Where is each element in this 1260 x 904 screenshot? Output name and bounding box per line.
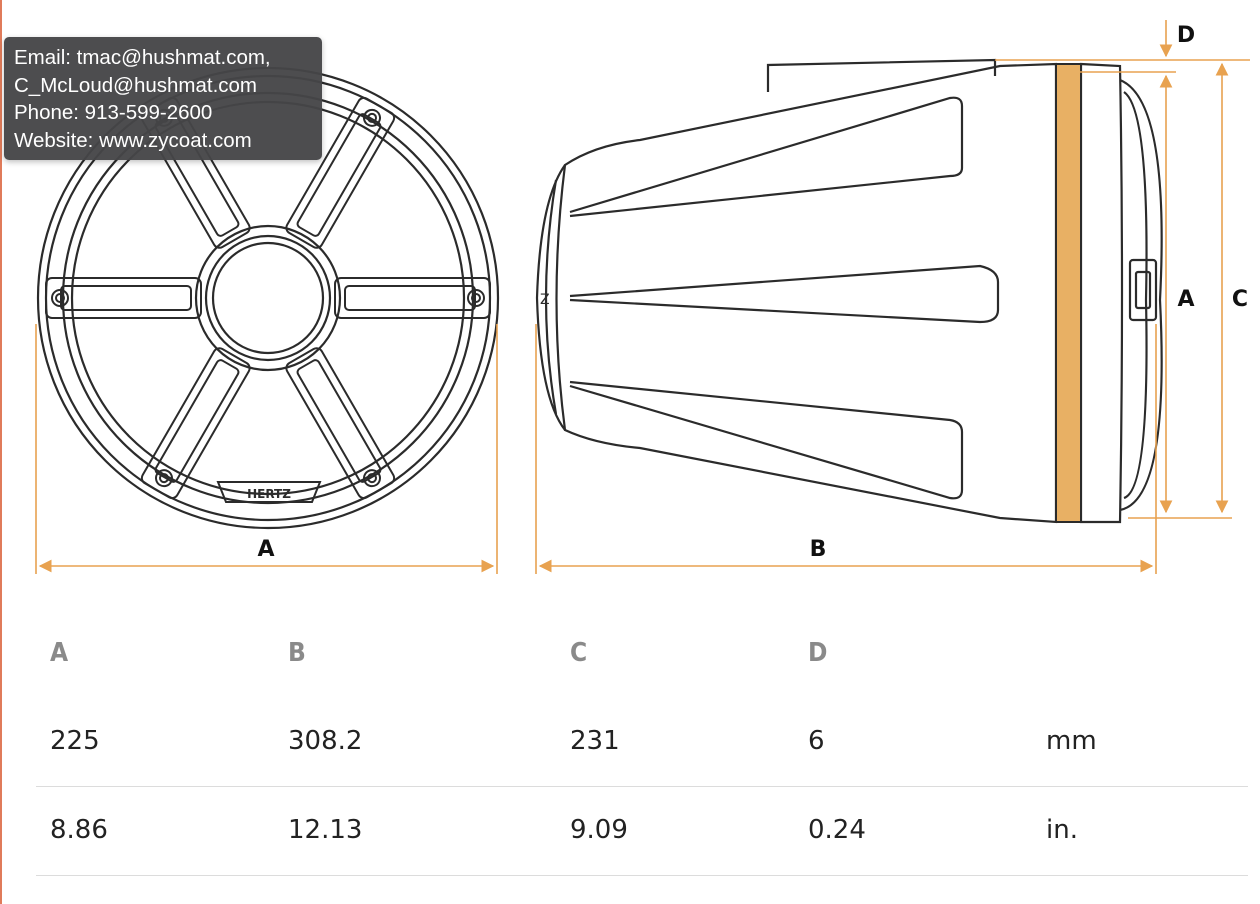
cell-d-mm: 6 bbox=[808, 726, 825, 756]
cell-a-mm: 225 bbox=[50, 726, 100, 756]
brand-logo-text: HERTZ bbox=[247, 487, 291, 501]
cell-c-mm: 231 bbox=[570, 726, 620, 756]
svg-text:Z: Z bbox=[540, 292, 550, 308]
front-width-dimension bbox=[35, 324, 498, 574]
contact-tooltip: Email: tmac@hushmat.com, C_McLoud@hushma… bbox=[4, 37, 322, 160]
dimension-table: A B C D 225 308.2 231 6 mm 8.86 12.13 9.… bbox=[36, 608, 1248, 876]
left-accent-rule bbox=[0, 0, 2, 904]
speaker-side-view: Z bbox=[535, 58, 1163, 524]
header-c: C bbox=[570, 638, 588, 668]
table-row: 8.86 12.13 9.09 0.24 in. bbox=[36, 787, 1248, 876]
unit-mm: mm bbox=[1046, 726, 1097, 756]
cell-b-mm: 308.2 bbox=[288, 726, 363, 756]
front-width-label: A bbox=[257, 537, 274, 562]
header-a: A bbox=[50, 638, 69, 668]
side-depth-label: B bbox=[810, 537, 827, 562]
overall-height-label: C bbox=[1232, 287, 1248, 312]
unit-in: in. bbox=[1046, 815, 1078, 845]
table-row: 225 308.2 231 6 mm bbox=[36, 698, 1248, 787]
cell-a-in: 8.86 bbox=[50, 815, 108, 845]
offset-label: D bbox=[1177, 23, 1195, 48]
contact-email-line: Email: tmac@hushmat.com, bbox=[14, 46, 271, 69]
height-dimensions bbox=[995, 20, 1250, 519]
side-height-label: A bbox=[1177, 287, 1194, 312]
cell-c-in: 9.09 bbox=[570, 815, 628, 845]
contact-website-line: Website: www.zycoat.com bbox=[14, 128, 252, 152]
cell-b-in: 12.13 bbox=[288, 815, 363, 845]
header-b: B bbox=[288, 638, 306, 668]
accent-band bbox=[1055, 63, 1082, 523]
table-header-row: A B C D bbox=[36, 608, 1248, 698]
header-d: D bbox=[808, 638, 828, 668]
contact-phone-line: Phone: 913-599-2600 bbox=[14, 101, 213, 124]
side-depth-dimension bbox=[535, 324, 1157, 574]
contact-email-line-2: C_McLoud@hushmat.com bbox=[14, 73, 257, 97]
cell-d-in: 0.24 bbox=[808, 815, 866, 845]
